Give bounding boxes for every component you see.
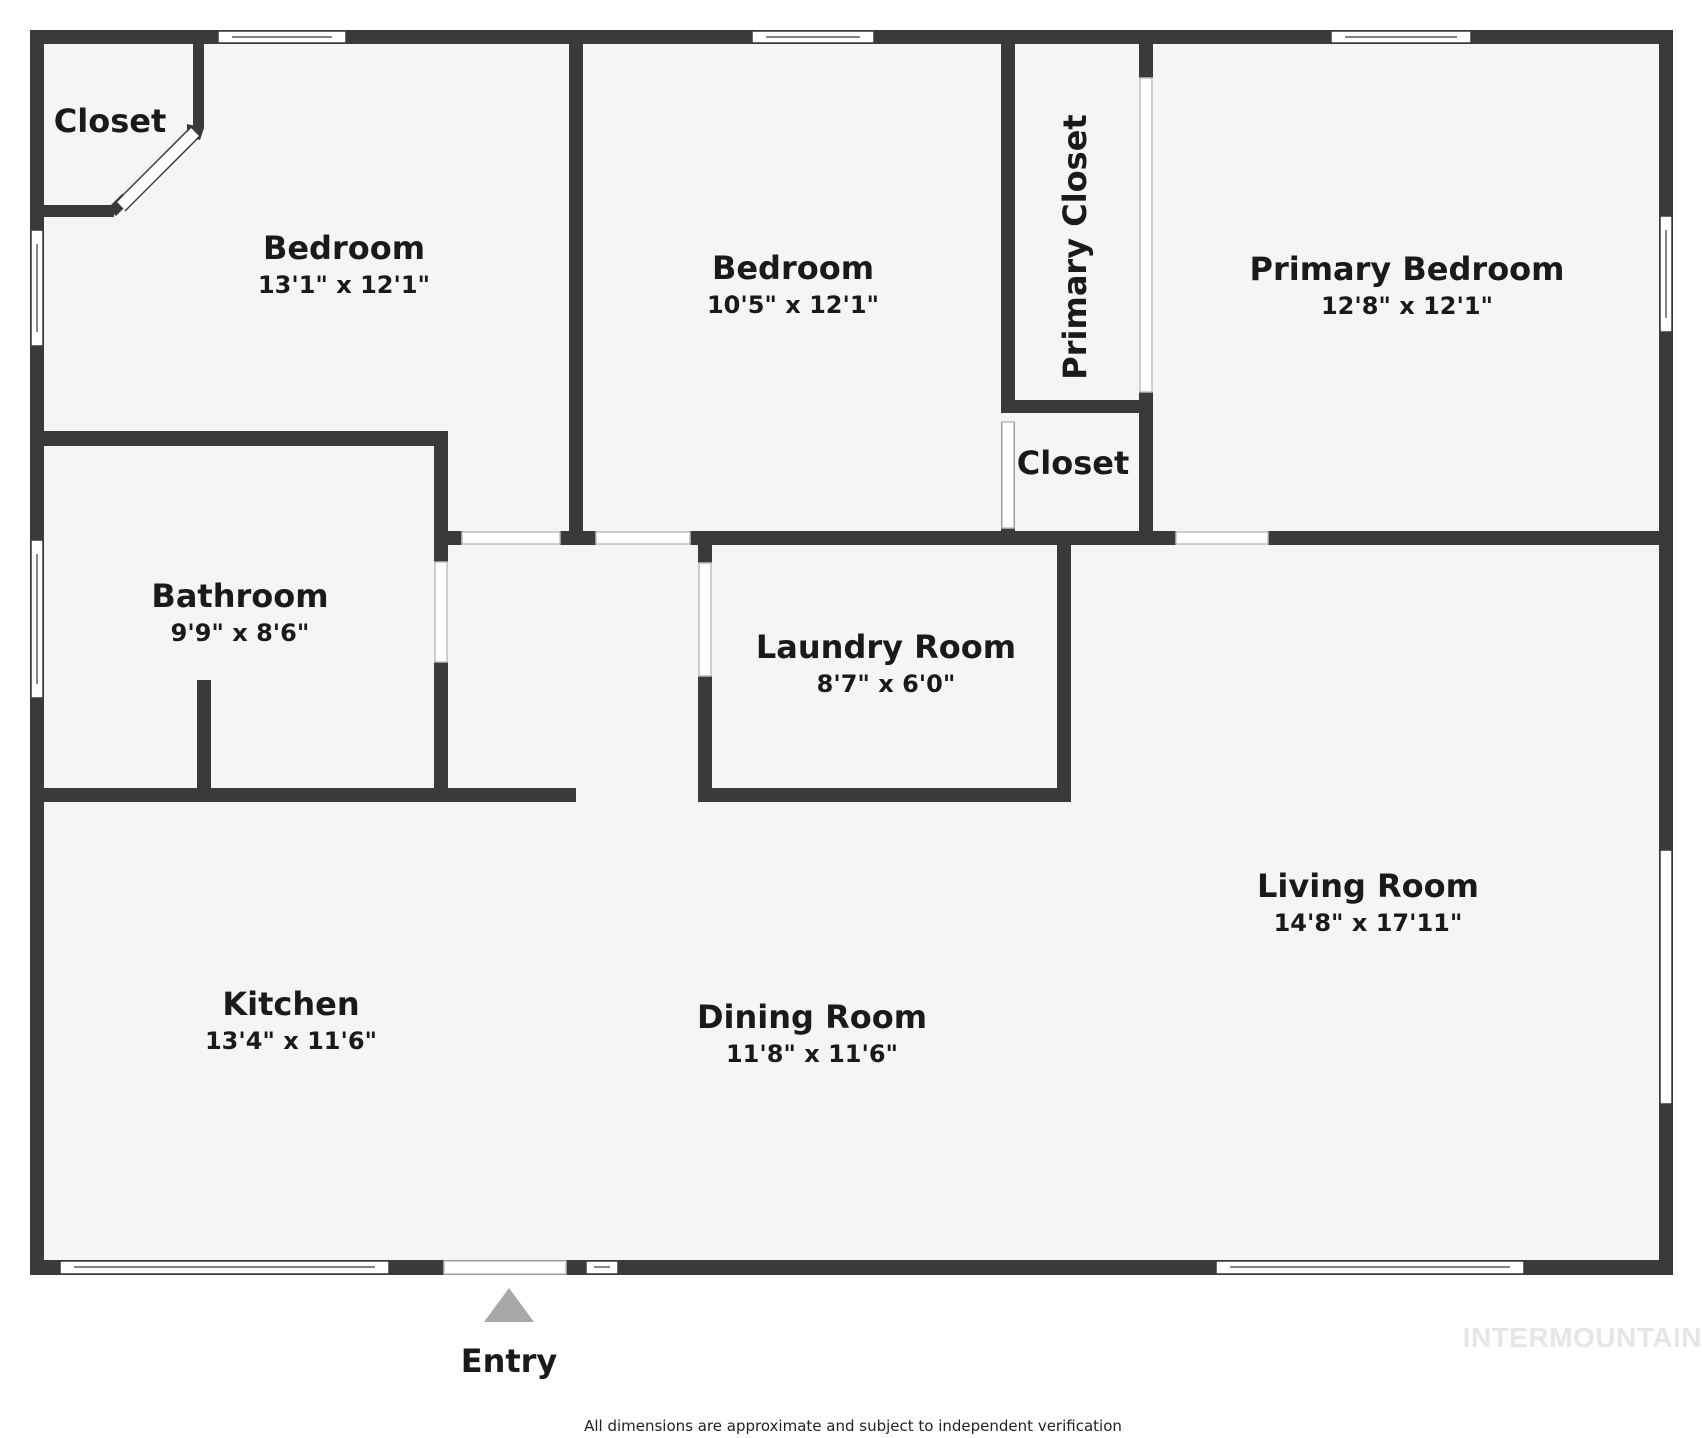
bathroom-name: Bathroom (151, 577, 328, 615)
closet-2-name: Closet (1017, 444, 1129, 482)
window-right-primary-bedroom (1659, 215, 1673, 333)
closet-door (117, 128, 199, 210)
primary-bedroom-dims: 12'8" x 12'1" (1321, 292, 1493, 320)
bedroom-1-dims: 13'1" x 12'1" (258, 271, 430, 299)
window-left-bathroom (30, 539, 44, 699)
kitchen-name: Kitchen (222, 985, 359, 1023)
disclaimer: All dimensions are approximate and subje… (584, 1417, 1122, 1435)
watermark: INTERMOUNTAIN (1463, 1322, 1702, 1353)
bathroom-dims: 9'9" x 8'6" (171, 619, 310, 647)
closet-1-name: Closet (54, 102, 166, 140)
primary-bedroom-name: Primary Bedroom (1249, 250, 1564, 288)
dining-room-name: Dining Room (697, 998, 927, 1036)
window-top-bedroom-2 (751, 30, 875, 44)
dining-room-dims: 11'8" x 11'6" (726, 1040, 898, 1068)
window-bottom-living-room (1215, 1260, 1525, 1275)
bedroom-2-dims: 10'5" x 12'1" (707, 291, 879, 319)
floor-area (34, 37, 1668, 1267)
window-right-living-room (1659, 849, 1673, 1105)
primary-closet-name: Primary Closet (1056, 114, 1094, 379)
living-room-name: Living Room (1257, 867, 1479, 905)
kitchen-dims: 13'4" x 11'6" (205, 1027, 377, 1055)
windows (30, 30, 1673, 1275)
window-bottom-small (585, 1260, 619, 1275)
bedroom-1-name: Bedroom (263, 229, 425, 267)
laundry-room-name: Laundry Room (756, 628, 1016, 666)
living-room-dims: 14'8" x 17'11" (1274, 909, 1463, 937)
doors (434, 77, 1269, 1275)
window-bottom-kitchen (59, 1260, 390, 1275)
window-left-bedroom-1 (30, 229, 44, 347)
entry-label: Entry (461, 1342, 558, 1380)
window-top-bedroom-1 (217, 30, 347, 44)
entry-arrow-icon (484, 1288, 534, 1322)
bedroom-2-name: Bedroom (712, 249, 874, 287)
laundry-room-dims: 8'7" x 6'0" (817, 670, 956, 698)
window-top-primary-bedroom (1330, 30, 1472, 44)
